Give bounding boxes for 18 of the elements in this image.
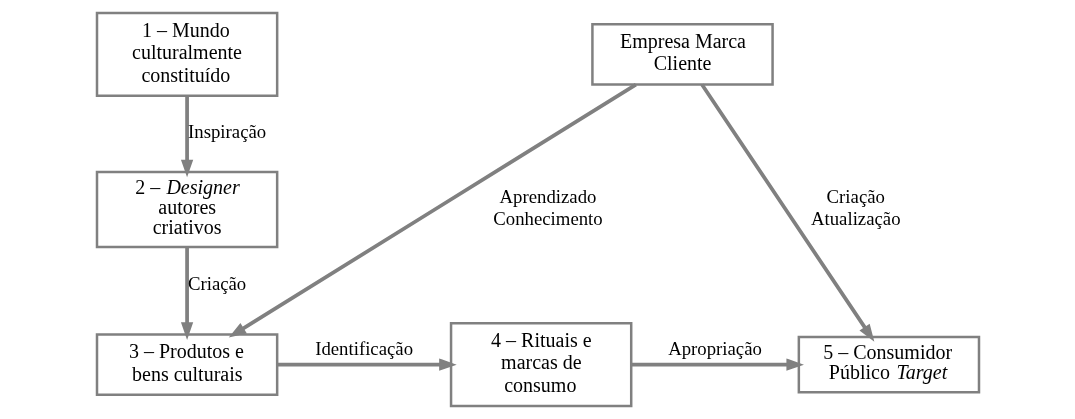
- edge-label: Identificação: [314, 337, 413, 359]
- arrow: [631, 358, 804, 371]
- edge-label: Apropriação: [667, 337, 762, 359]
- node-box: 1 – Mundo culturalmente constituído: [95, 11, 278, 97]
- edge-label: Criação Atualização: [810, 186, 901, 229]
- edge-label: Criação: [187, 272, 246, 294]
- edge-label: Aprendizado Conhecimento: [492, 186, 603, 229]
- node-box: Empresa Marca Cliente: [590, 23, 774, 86]
- node-box: 2 – Designer autores criativos: [95, 170, 278, 249]
- node-box: 3 – Produtos e bens culturais: [95, 333, 278, 396]
- arrow: [180, 247, 193, 340]
- arrow: [180, 95, 193, 178]
- node-box: 5 – Consumidor Público Target: [797, 335, 980, 394]
- edge-label: Inspiração: [187, 121, 266, 143]
- node-box: 4 – Rituais e marcas de consumo: [449, 322, 632, 408]
- arrow: [699, 83, 874, 342]
- arrow: [276, 358, 457, 371]
- arrow: [228, 82, 637, 338]
